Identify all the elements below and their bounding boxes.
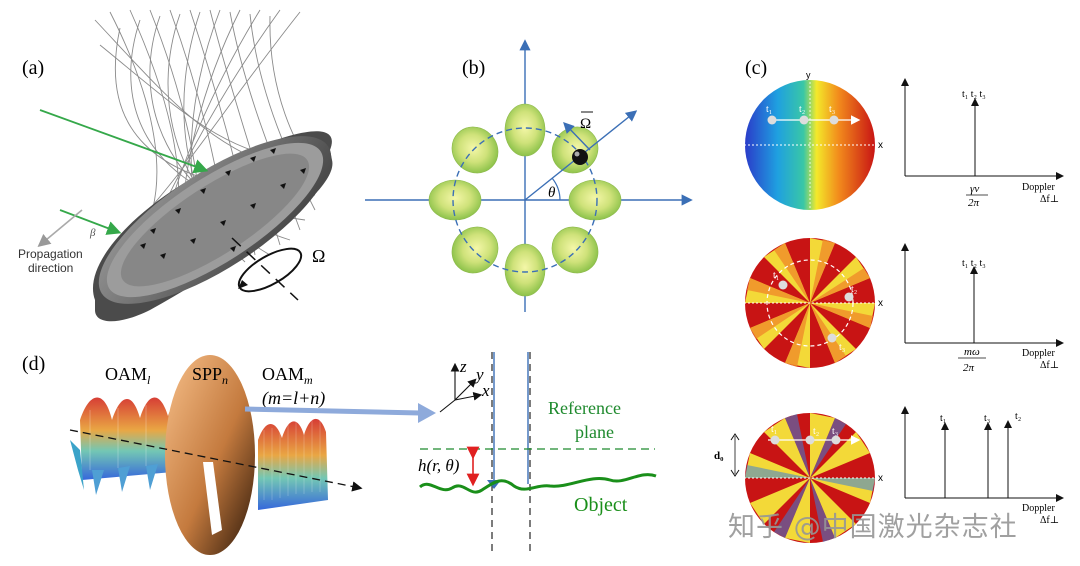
c1-axis-y: y — [806, 70, 811, 80]
panel-c-label: (c) — [745, 57, 767, 79]
c1-pt-t2: t₂ — [799, 104, 805, 115]
panel-b-label: (b) — [462, 57, 485, 79]
watermark: 知乎 @中国激光杂志社 — [728, 512, 1018, 543]
omega-label: Ω — [312, 246, 325, 266]
green-ray-upper — [39, 109, 209, 174]
c3-t1: t₁ — [940, 413, 946, 424]
c-row-2: t₁ t₂ t₃ x t₁ t₂ t₃ mω 2π Doppler Δf⊥ — [740, 238, 1064, 374]
beta-label: β — [89, 227, 96, 239]
rotation-axis — [231, 237, 299, 301]
c1-num: γν — [970, 183, 979, 195]
panel-b: (b) θ Ω — [365, 39, 693, 312]
theta-label: θ — [548, 185, 556, 201]
grey-propagation-arrow — [37, 209, 83, 248]
b-dashed-ring — [452, 127, 598, 273]
panel-a: (a) — [18, 9, 333, 322]
c2-phase-disk — [745, 238, 875, 368]
relation-label: (m=l+n) — [262, 388, 325, 409]
c3-t2: t₂ — [1015, 411, 1021, 422]
c-row-1: t₁ t₂ t₃ x y t₁ t₂ t₃ γν 2π Doppler Δf⊥ — [740, 70, 1064, 210]
spiral-phase-plate — [165, 355, 255, 555]
oam-m-beam — [258, 418, 328, 510]
c1-pt-t3: t₃ — [829, 104, 835, 115]
particle — [572, 149, 588, 165]
propagation-label-1: Propagation — [18, 247, 83, 261]
c3-pt-t2: t₂ — [813, 426, 819, 437]
oam-m-label: OAMm — [262, 364, 313, 387]
c3-xlabel-2: Δf⊥ — [1040, 515, 1059, 526]
c1-xlabel-2: Δf⊥ — [1040, 194, 1059, 205]
rotating-disk — [92, 131, 333, 322]
panel-a-label: (a) — [22, 57, 44, 79]
c2-times: t₁ t₂ t₃ — [962, 258, 986, 269]
c-row-3: t₁ t₂ t₃ x d₀ t₁ t₃ t₂ Doppler Δf⊥ — [714, 406, 1064, 543]
c3-pt-t1: t₁ — [771, 424, 777, 435]
c1-pt-t1: t₁ — [766, 104, 772, 115]
axis-z-label: z — [459, 357, 467, 376]
theta-arc — [551, 177, 561, 201]
c2-xlabel-2: Δf⊥ — [1040, 360, 1059, 371]
oam-l-label: OAMl — [105, 364, 151, 387]
object-surface — [418, 473, 657, 494]
panel-d: (d) OAMl SPPn — [22, 352, 657, 555]
b-omega-arrow — [563, 121, 591, 151]
object-label: Object — [574, 494, 628, 516]
panel-c: (c) t₁ t₂ t₃ x y t₁ t₂ t₃ γν 2π Doppler … — [714, 57, 1064, 543]
c2-den: 2π — [963, 362, 975, 374]
c3-pt-t3: t₃ — [832, 426, 838, 437]
propagation-arrow — [244, 406, 421, 416]
c1-times: t₁ t₂ t₃ — [962, 89, 986, 100]
c2-axis-x: x — [878, 298, 883, 309]
d0-label: d₀ — [714, 450, 724, 462]
c1-axis-x: x — [878, 140, 883, 151]
propagation-label-2: direction — [28, 261, 73, 275]
reference-label-1: Reference — [548, 398, 621, 418]
c3-xlabel-1: Doppler — [1022, 503, 1055, 514]
spp-label: SPPn — [192, 364, 228, 387]
c1-den: 2π — [968, 197, 980, 209]
panel-d-label: (d) — [22, 353, 45, 375]
reference-label-2: plane — [575, 422, 614, 442]
c2-xlabel-1: Doppler — [1022, 348, 1055, 359]
c3-t3: t₃ — [984, 413, 990, 424]
c2-pt-t3: t₃ — [839, 342, 845, 353]
c3-axis-x: x — [878, 473, 883, 484]
xyz-axes — [439, 362, 483, 413]
c2-pt-t2: t₂ — [851, 284, 857, 295]
c2-num: mω — [964, 346, 980, 358]
axis-y-label: y — [474, 365, 484, 384]
c2-pt-t1: t₁ — [773, 270, 779, 281]
axis-x-label: x — [481, 381, 490, 400]
c1-xlabel-1: Doppler — [1022, 182, 1055, 193]
height-label: h(r, θ) — [418, 456, 460, 475]
beam-axis — [69, 429, 363, 492]
green-ray-lower — [59, 209, 122, 235]
omega-vector-label: Ω — [580, 116, 591, 132]
